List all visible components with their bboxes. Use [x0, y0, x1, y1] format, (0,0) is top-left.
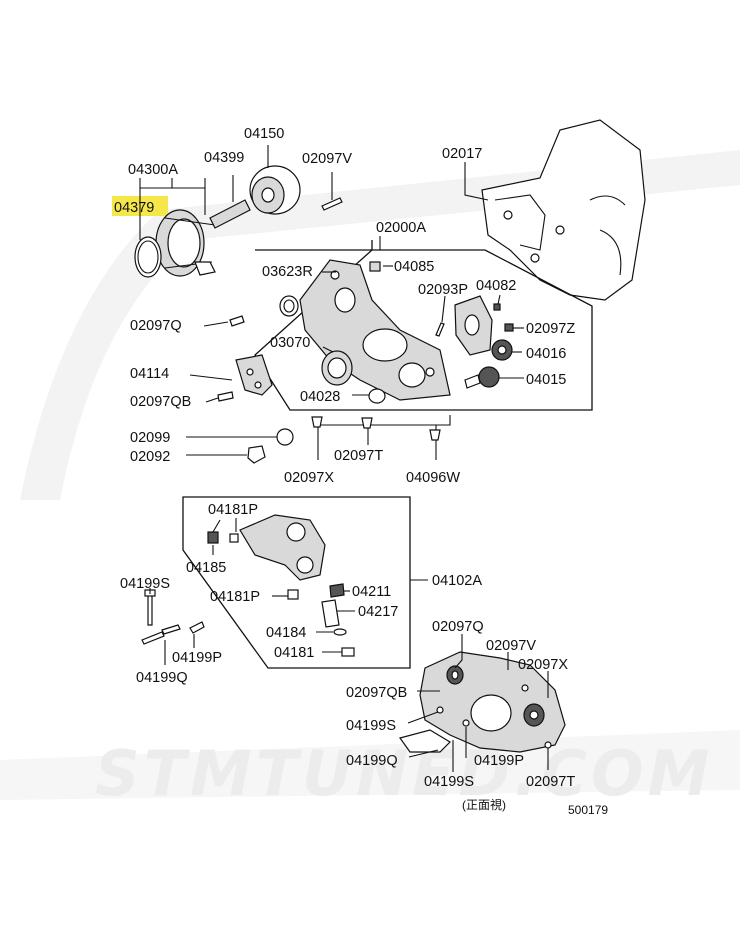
label-04379: 04379 — [114, 200, 154, 216]
label-04114: 04114 — [130, 366, 169, 382]
label-03070: 03070 — [270, 335, 310, 351]
label-04199P-a: 04199P — [172, 650, 222, 666]
label-04199Q-a: 04199Q — [136, 670, 188, 686]
label-02093P: 02093P — [418, 282, 468, 298]
oil-cooler-group — [134, 145, 343, 278]
label-04211: 04211 — [352, 584, 391, 600]
oil-pump-assembly-box — [254, 240, 593, 411]
label-04184: 04184 — [266, 625, 306, 641]
label-02097T-b: 02097T — [526, 774, 575, 790]
part-labels: 04300A 04379 04399 04150 02097V 02017 02… — [114, 126, 608, 817]
label-04217: 04217 — [358, 604, 398, 620]
relief-valve-housing — [207, 514, 355, 657]
label-04150: 04150 — [244, 126, 284, 142]
label-04082: 04082 — [476, 278, 516, 294]
label-02092: 02092 — [130, 449, 170, 465]
label-04199S-a: 04199S — [120, 576, 170, 592]
label-02097Q-b: 02097Q — [432, 619, 484, 635]
label-02097Q: 02097Q — [130, 318, 182, 334]
label-02097X: 02097X — [284, 470, 334, 486]
label-04300A: 04300A — [128, 162, 178, 178]
small-parts-left — [217, 315, 441, 464]
oil-pump-leaders — [186, 265, 524, 460]
label-04085: 04085 — [394, 259, 434, 275]
label-04399: 04399 — [204, 150, 244, 166]
label-02097V: 02097V — [302, 151, 352, 167]
label-04016: 04016 — [526, 346, 566, 362]
label-04015: 04015 — [526, 372, 566, 388]
label-02097QB-b: 02097QB — [346, 685, 407, 701]
label-02000A: 02000A — [376, 220, 426, 236]
label-03623R: 03623R — [262, 264, 313, 280]
label-02097T: 02097T — [334, 448, 383, 464]
view-note: (正面視) — [462, 797, 506, 812]
watermark-text: STMTUNED.COM — [95, 737, 713, 810]
label-02097X-b: 02097X — [518, 657, 568, 673]
oil-pump-housing — [279, 259, 514, 404]
bolts-lower-left — [141, 588, 205, 665]
label-04102A: 04102A — [432, 573, 482, 589]
label-04199S-c: 04199S — [424, 774, 474, 790]
label-02099: 02099 — [130, 430, 170, 446]
diagram-id: 500179 — [568, 803, 608, 817]
label-02097Z: 02097Z — [526, 321, 575, 337]
label-04181: 04181 — [274, 645, 314, 661]
label-04199S-b: 04199S — [346, 718, 396, 734]
label-04181P-a: 04181P — [208, 502, 258, 518]
label-04028: 04028 — [300, 389, 340, 405]
timing-cover-group — [464, 119, 646, 301]
label-02017: 02017 — [442, 146, 482, 162]
label-02097V-b: 02097V — [486, 638, 536, 654]
label-04096W: 04096W — [406, 470, 460, 486]
assembled-pump-view — [399, 651, 566, 753]
label-04199P-b: 04199P — [474, 753, 524, 769]
label-04185: 04185 — [186, 560, 226, 576]
relief-valve-box — [182, 496, 411, 669]
relief-valve-leaders — [212, 518, 355, 653]
assembled-pump-leaders — [407, 634, 549, 772]
label-04181P-b: 04181P — [210, 589, 260, 605]
label-02097QB: 02097QB — [130, 394, 191, 410]
label-04199Q-b: 04199Q — [346, 753, 398, 769]
